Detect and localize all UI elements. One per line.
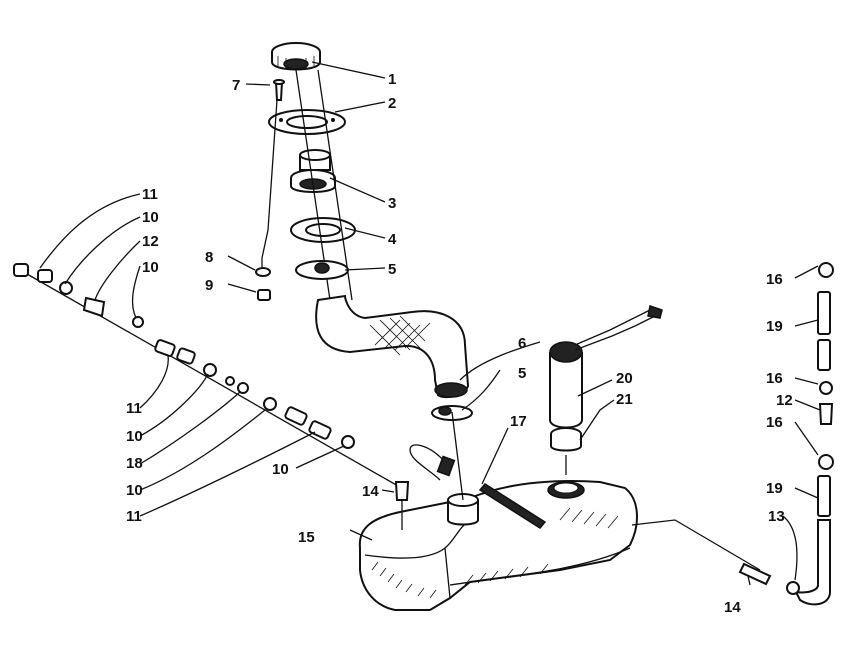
callout-10-e: 10: [272, 461, 289, 478]
callout-14-left: 14: [362, 483, 379, 500]
callout-11-a: 11: [142, 186, 158, 203]
callout-11-c: 11: [126, 508, 142, 525]
callout-5-upper: 5: [388, 261, 396, 278]
vent-hook: [409, 444, 456, 481]
fuel-tank: [358, 479, 638, 611]
callout-labels: 1 2 3 4 5 5 6 7 8 9 10 10 10 10 10 11 11…: [126, 71, 793, 616]
callout-1: 1: [388, 71, 396, 88]
hose-clamp-upper: [295, 260, 349, 280]
callout-14-right: 14: [724, 599, 741, 616]
callout-12-left: 12: [142, 233, 159, 250]
callout-21: 21: [616, 391, 633, 408]
callout-13: 13: [768, 508, 785, 525]
callout-10-b: 10: [142, 259, 159, 276]
callout-20: 20: [616, 370, 633, 387]
cap-assembly: [261, 42, 356, 301]
callout-8: 8: [205, 249, 213, 266]
callout-18: 18: [126, 455, 143, 472]
washer-and-nut: [255, 267, 271, 301]
callout-19-a: 19: [766, 318, 783, 335]
callout-5-lower: 5: [518, 365, 526, 382]
callout-11-b: 11: [126, 400, 142, 417]
callout-17: 17: [510, 413, 527, 430]
callout-2: 2: [388, 95, 396, 112]
filler-hose: [315, 294, 470, 501]
callout-9: 9: [205, 277, 213, 294]
fuel-sender: [549, 305, 663, 475]
callout-16-b: 16: [766, 370, 783, 387]
callout-3: 3: [388, 195, 396, 212]
callout-leaders: [39, 61, 821, 586]
right-fuel-line: [631, 262, 834, 606]
callout-16-c: 16: [766, 414, 783, 431]
callout-12-right: 12: [776, 392, 793, 409]
callout-16-a: 16: [766, 271, 783, 288]
callout-10-d: 10: [126, 482, 143, 499]
left-fuel-line: [13, 263, 410, 530]
callout-7: 7: [232, 77, 240, 94]
callout-4: 4: [388, 231, 397, 248]
callout-19-b: 19: [766, 480, 783, 497]
callout-10-c: 10: [126, 428, 143, 445]
callout-15: 15: [298, 529, 315, 546]
callout-10-a: 10: [142, 209, 159, 226]
callout-6: 6: [518, 335, 526, 352]
